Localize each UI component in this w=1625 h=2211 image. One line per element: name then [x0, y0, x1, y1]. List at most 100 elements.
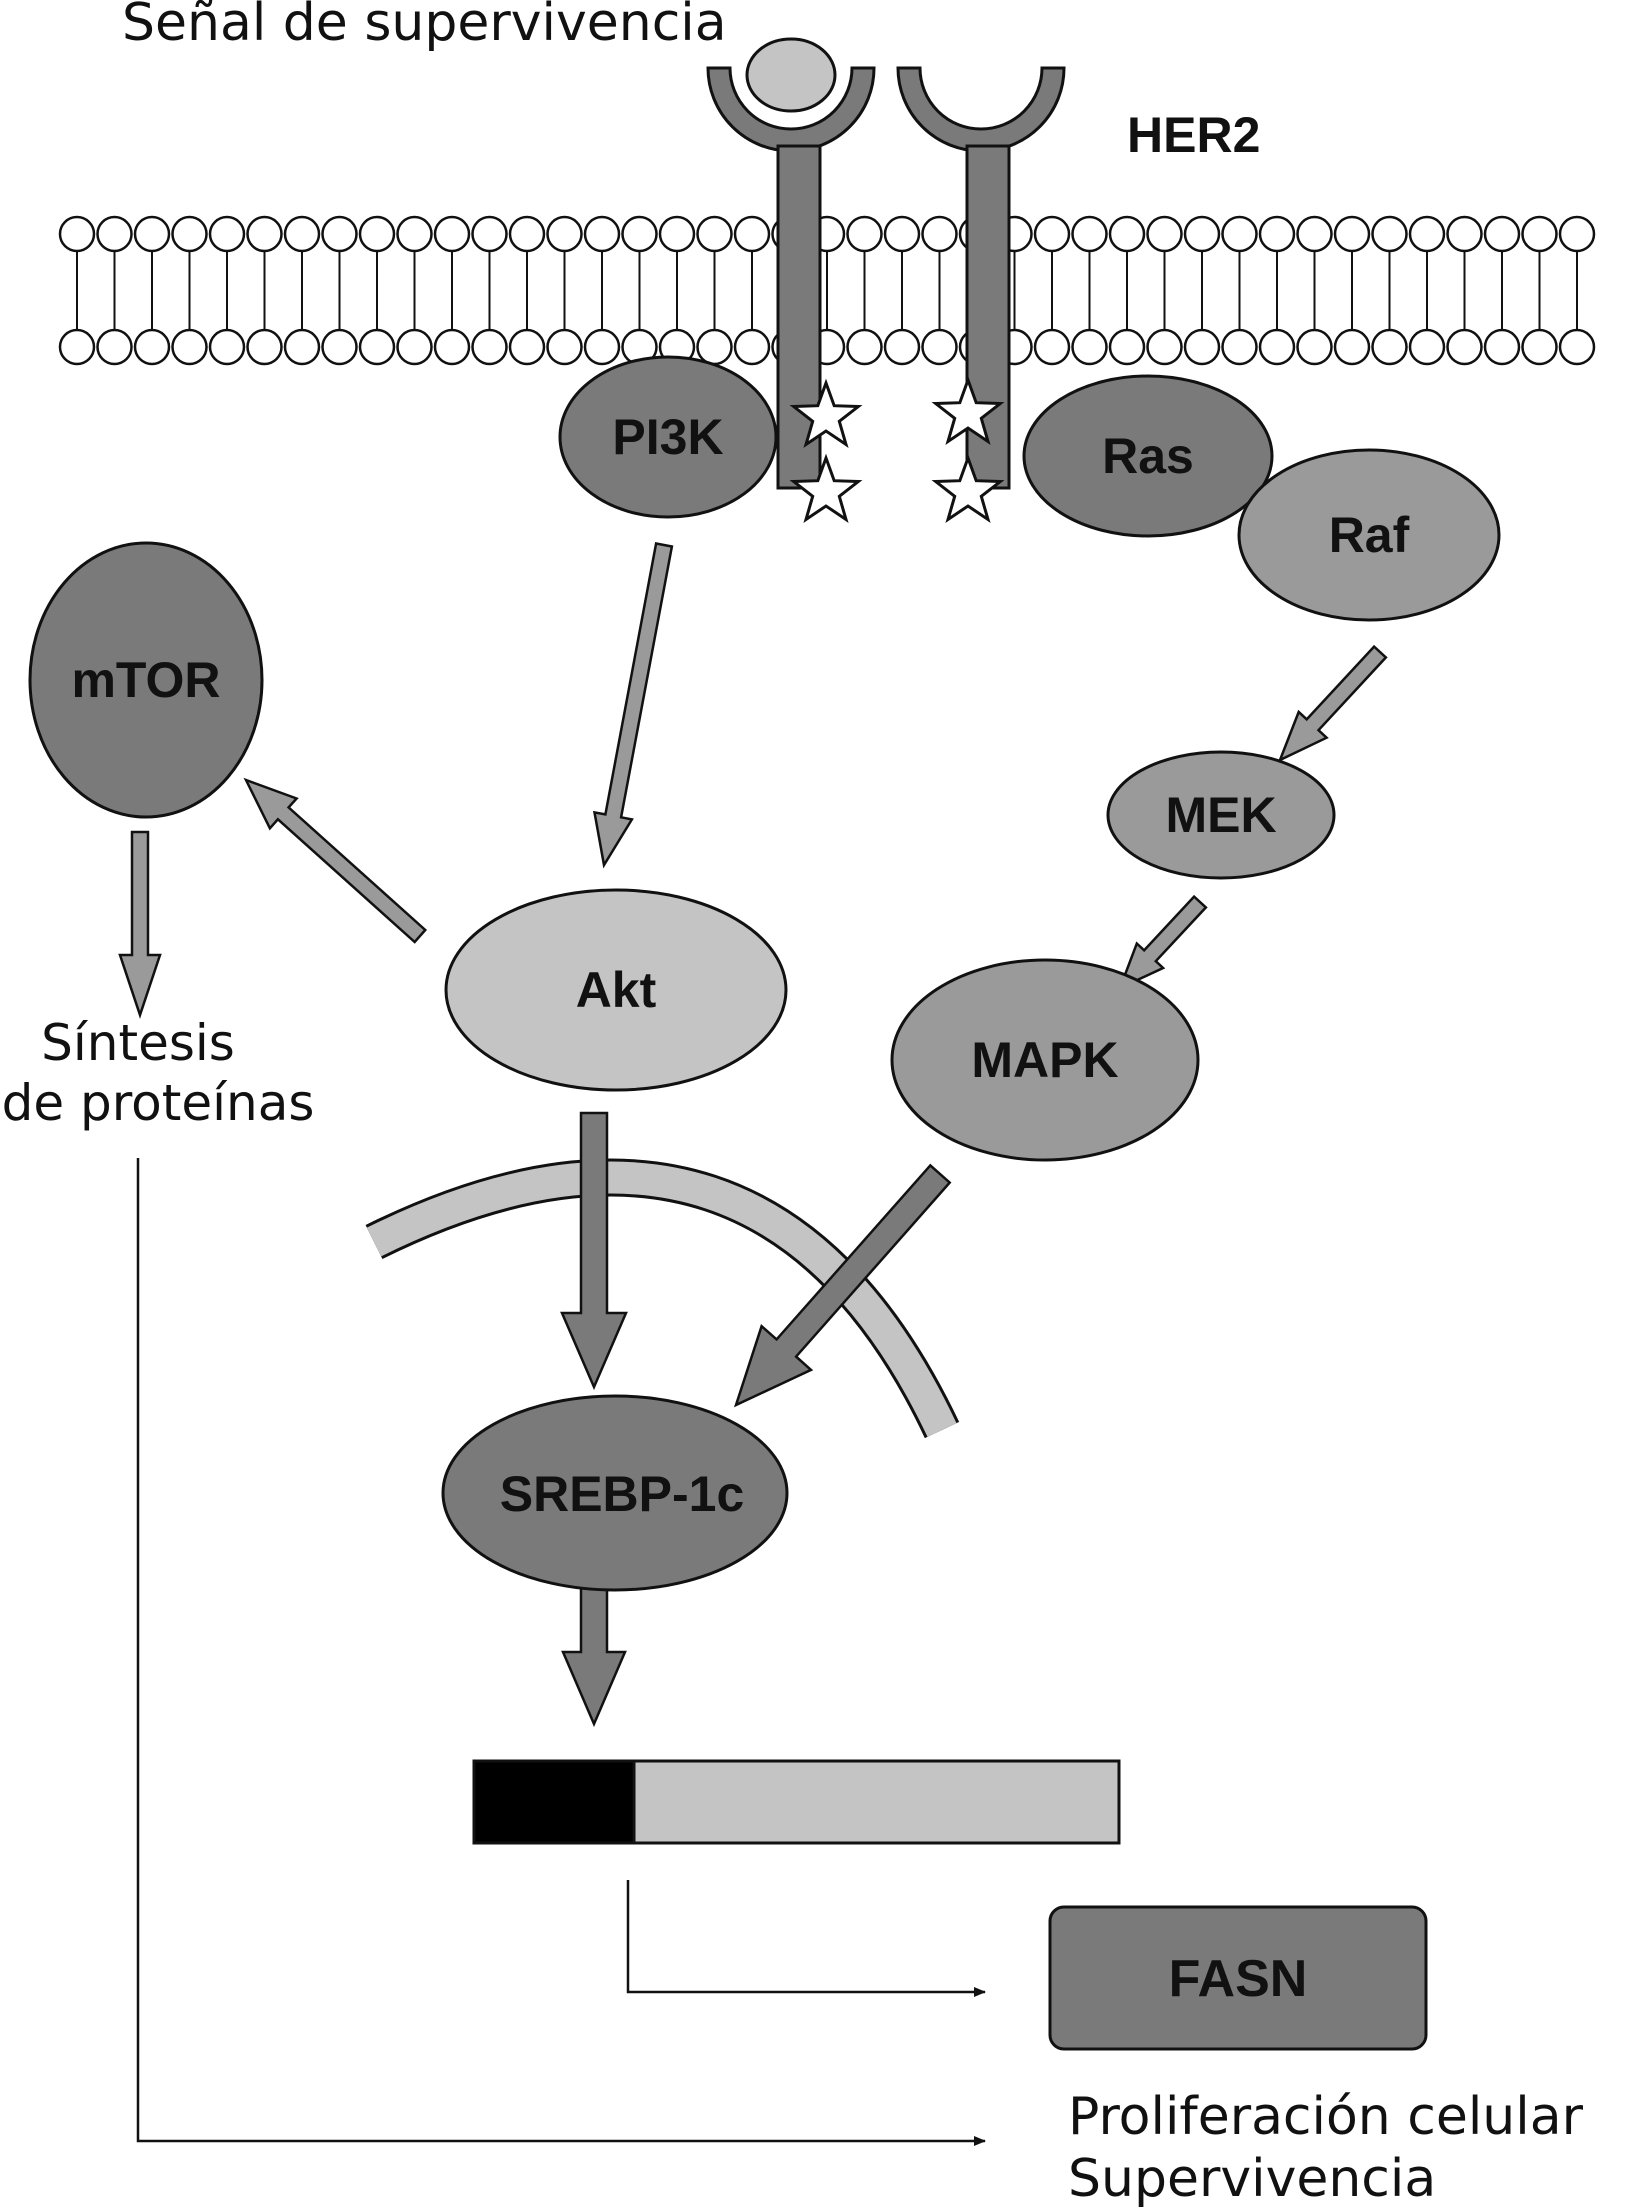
lipid-head [171, 328, 208, 366]
mapk-label: MAPK [971, 1032, 1118, 1088]
lipid-head [1296, 215, 1333, 253]
lipid-head [546, 215, 583, 253]
akt-node [444, 888, 788, 1092]
her2-receptor-dimer [706, 37, 1066, 524]
lipid-head [396, 328, 433, 366]
lipid-head [1296, 328, 1333, 366]
protein-synthesis-line2: de proteínas [2, 1074, 315, 1132]
mtor-node [28, 541, 264, 819]
lipid-head [1408, 328, 1446, 366]
lipid-head [1333, 215, 1371, 253]
lipid-head [396, 215, 433, 253]
phosphorylation-star [789, 453, 863, 524]
ras-node [1022, 374, 1274, 538]
lipid-head [1483, 215, 1521, 253]
lipid-head [1258, 328, 1296, 366]
lipid-head [433, 328, 471, 366]
lipid-head [1108, 328, 1146, 366]
srebp-node [441, 1394, 789, 1592]
lipid-head [1146, 215, 1183, 253]
lipid-head [433, 215, 471, 253]
lipid-head [471, 328, 508, 366]
raf-label: Raf [1329, 507, 1410, 563]
lipid-head [921, 215, 958, 253]
raf-node [1237, 448, 1501, 622]
outcome-line2: Supervivencia [1068, 2149, 1436, 2209]
lipid-head [471, 215, 508, 253]
mek-node [1106, 750, 1336, 880]
mek-label: MEK [1165, 787, 1276, 843]
lipid-head [658, 215, 696, 253]
akt-to-srebp-arrow [560, 1111, 628, 1391]
fasn-box [1048, 1905, 1428, 2051]
lipid-head [1371, 328, 1408, 366]
lipid-head [733, 215, 771, 253]
receptor-left-cup [706, 66, 876, 153]
lipid-head [1446, 215, 1483, 253]
lipid-head [846, 215, 883, 253]
lipid-head [1108, 215, 1146, 253]
lipid-head [1558, 215, 1596, 253]
gene-promoter-block [472, 1759, 636, 1845]
lipid-head [1446, 328, 1483, 366]
lipid-head [696, 328, 733, 366]
akt-to-mtor-arrow [243, 777, 428, 944]
lipid-head [508, 215, 546, 253]
lipid-head [96, 328, 133, 366]
outcome-line1: Proliferación celular [1068, 2087, 1584, 2147]
lipid-head [58, 328, 96, 366]
lipid-head [621, 215, 658, 253]
lipid-head [1071, 328, 1108, 366]
lipid-head [1071, 215, 1108, 253]
lipid-heads [58, 215, 1596, 366]
lipid-head [283, 215, 321, 253]
mapk-node [890, 958, 1200, 1162]
lipid-head [1558, 328, 1596, 366]
mapk-to-srebp-arrow [733, 1163, 952, 1408]
lipid-head [1033, 215, 1071, 253]
lipid-head [1483, 328, 1521, 366]
lipid-head [358, 215, 396, 253]
lipid-head [583, 328, 621, 366]
gene-coding-block [632, 1759, 1121, 1845]
lipid-head [1333, 328, 1371, 366]
lipid-head [358, 328, 396, 366]
pi3k-node [558, 355, 778, 519]
lipid-head [133, 215, 171, 253]
lipid-head [696, 215, 733, 253]
pi3k-label: PI3K [612, 409, 723, 465]
lipid-head [133, 328, 171, 366]
lipid-head [208, 328, 246, 366]
fasn-transcription-connector [626, 1880, 986, 1997]
lipid-head [846, 328, 883, 366]
phosphorylation-star [789, 378, 863, 449]
mtor-to-protein-synthesis-arrow [118, 830, 162, 1019]
lipid-head [1521, 215, 1558, 253]
survival-ligand [745, 37, 837, 113]
lipid-head [1033, 328, 1071, 366]
akt-label: Akt [576, 962, 657, 1018]
lipid-head [208, 215, 246, 253]
lipid-tails [76, 250, 1578, 331]
srebp-label: SREBP-1c [500, 1466, 745, 1522]
raf-to-mek-arrow [1277, 644, 1388, 763]
lipid-head [1183, 328, 1221, 366]
lipid-head [58, 215, 96, 253]
signal-arrows [118, 542, 1388, 1728]
lipid-head [1408, 215, 1446, 253]
lipid-head [583, 215, 621, 253]
lipid-head [283, 328, 321, 366]
lipid-head [1371, 215, 1408, 253]
phosphorylation-star [931, 375, 1005, 446]
lipid-head [171, 215, 208, 253]
pi3k-to-akt-arrow [592, 542, 674, 869]
lipid-head [883, 215, 921, 253]
lipid-head [1221, 328, 1258, 366]
lipid-head [321, 215, 358, 253]
receptor-right-cup [896, 66, 1066, 153]
lipid-head [1258, 215, 1296, 253]
lipid-head [883, 328, 921, 366]
lipid-head [508, 328, 546, 366]
proliferation-connector [136, 1158, 986, 2146]
lipid-head [921, 328, 958, 366]
